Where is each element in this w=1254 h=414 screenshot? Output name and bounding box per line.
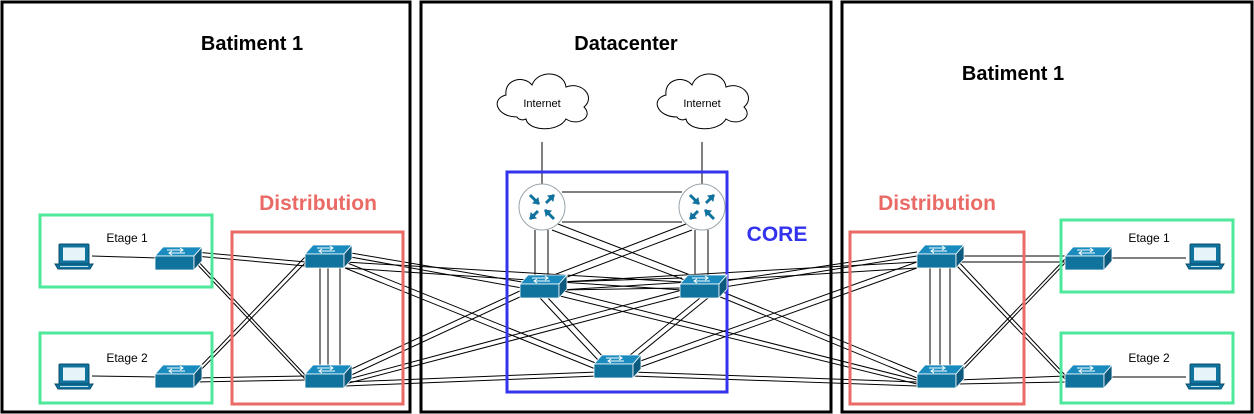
network-link (559, 289, 918, 381)
right-building-title: Batiment 1 (962, 63, 1064, 85)
network-link (344, 255, 523, 289)
left-dist-switch-top-icon (304, 244, 353, 269)
left-access-switch-1-icon (154, 246, 203, 271)
left-access-switch-2-icon (154, 364, 203, 389)
core-switch-bottom-icon (593, 354, 642, 379)
network-link (557, 223, 699, 279)
network-link (559, 267, 918, 291)
internet-cloud-2: Internet (656, 73, 750, 130)
core-switch-left-icon (519, 274, 568, 299)
network-link (551, 229, 691, 283)
network-link (559, 261, 918, 283)
right-floor1-label: Etage 1 (1128, 231, 1170, 245)
left-building-title: Batiment 1 (201, 33, 303, 55)
pc-icon (54, 243, 94, 270)
left-distribution-box (230, 230, 405, 406)
right-floor1-box (1059, 218, 1235, 294)
right-access-switch-2-icon (1064, 364, 1113, 389)
network-link (91, 255, 159, 259)
network-link (559, 287, 683, 291)
right-floor2-box (1059, 331, 1235, 405)
network-link (956, 381, 1067, 385)
left-dist-switch-bottom-icon (304, 364, 353, 389)
datacenter-title: Datacenter (574, 33, 678, 55)
network-link (344, 289, 683, 381)
right-distribution-label: Distribution (878, 192, 996, 215)
network-link (623, 297, 701, 361)
network-link (717, 289, 918, 373)
network-link (545, 223, 687, 279)
network-link (631, 375, 918, 387)
right-distribution-box (848, 230, 1026, 406)
left-floor1-box (38, 213, 214, 289)
router-icon (677, 182, 727, 232)
left-floor1-label: Etage 1 (106, 231, 148, 245)
network-links (91, 142, 1186, 387)
network-link (344, 375, 599, 387)
datacenter-panel (419, 0, 833, 414)
network-link (344, 371, 599, 383)
network-link (553, 229, 693, 283)
right-dist-switch-bottom-icon (916, 364, 965, 389)
router-icon (517, 182, 567, 232)
network-link (344, 295, 523, 379)
core-label: CORE (747, 223, 808, 246)
network-link (956, 265, 1067, 381)
left-building-panel (0, 0, 412, 414)
network-link (547, 297, 607, 361)
cloud-label: Internet (683, 98, 720, 110)
right-access-switch-1-icon (1064, 246, 1113, 271)
right-floor2-label: Etage 2 (1128, 351, 1170, 365)
right-building-panel (840, 0, 1254, 414)
core-switch-right-icon (679, 274, 728, 299)
left-floor2-label: Etage 2 (106, 351, 148, 365)
network-link (956, 261, 1067, 377)
pc-icon (1185, 363, 1225, 390)
network-link (631, 371, 918, 383)
network-link (344, 295, 683, 385)
right-dist-switch-top-icon (916, 244, 965, 269)
pc-icon (54, 363, 94, 390)
network-link (717, 251, 918, 283)
pc-icon (1185, 243, 1225, 270)
network-link (717, 255, 918, 289)
network-link (559, 295, 918, 385)
network-link (344, 289, 523, 373)
network-link (631, 297, 709, 361)
network-link (956, 259, 1067, 377)
network-link (91, 375, 159, 378)
left-distribution-label: Distribution (259, 192, 377, 215)
internet-cloud-1: Internet (496, 73, 590, 130)
network-link (956, 257, 1067, 373)
left-floor2-box (38, 331, 214, 405)
cloud-label: Internet (523, 98, 560, 110)
network-link (717, 295, 918, 379)
network-link (956, 375, 1067, 381)
network-link (539, 297, 599, 361)
